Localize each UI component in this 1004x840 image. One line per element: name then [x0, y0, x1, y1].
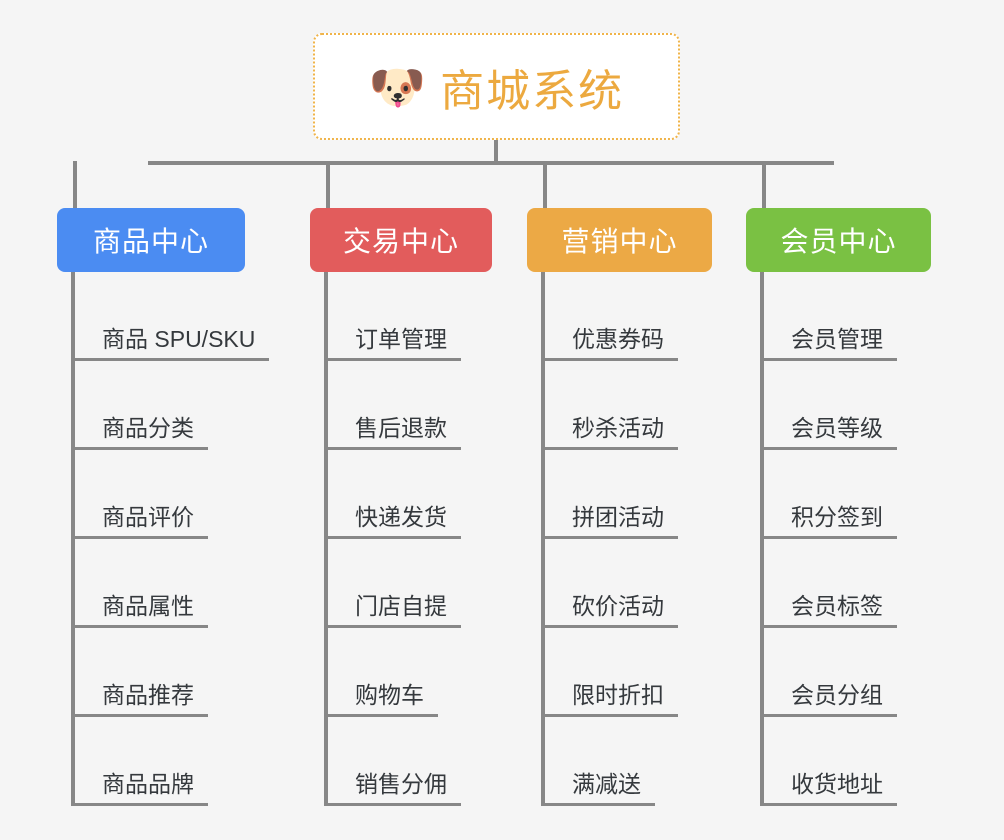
category-header-member-center[interactable]: 会员中心: [746, 208, 931, 272]
leaf-item[interactable]: 售后退款: [328, 361, 461, 450]
leaf-item[interactable]: 秒杀活动: [545, 361, 678, 450]
leaf-item[interactable]: 优惠券码: [545, 272, 678, 361]
leaf-item-label: 满减送: [545, 771, 655, 806]
leaf-item[interactable]: 商品分类: [75, 361, 269, 450]
leaf-item-label: 购物车: [328, 682, 438, 717]
leaf-item[interactable]: 会员分组: [764, 628, 897, 717]
connector-drop-trade-center: [326, 161, 330, 208]
leaf-item-label: 订单管理: [328, 326, 461, 361]
leaf-item-label: 会员分组: [764, 682, 897, 717]
leaf-item-label: 积分签到: [764, 504, 897, 539]
leaf-item[interactable]: 满减送: [545, 717, 678, 806]
leaf-item[interactable]: 商品 SPU/SKU: [75, 272, 270, 361]
category-header-trade-center[interactable]: 交易中心: [310, 208, 492, 272]
category-header-marketing-center[interactable]: 营销中心: [527, 208, 712, 272]
leaf-item[interactable]: 门店自提: [328, 539, 461, 628]
connector-drop-marketing-center: [543, 161, 547, 208]
connector-root-stem: [494, 140, 498, 164]
category-header-label: 会员中心: [780, 226, 897, 257]
leaf-item[interactable]: 快递发货: [328, 450, 461, 539]
leaf-item-label: 销售分佣: [328, 771, 461, 806]
leaf-item-label: 商品品牌: [75, 771, 208, 806]
leaf-item-label: 商品评价: [75, 504, 208, 539]
leaf-item-label: 商品推荐: [75, 682, 208, 717]
leaf-item-label: 会员管理: [764, 326, 897, 361]
leaf-item-label: 会员等级: [764, 415, 897, 450]
category-member-center: 会员中心: [746, 208, 931, 272]
leaf-list-marketing-center: 优惠券码秒杀活动拼团活动砍价活动限时折扣满减送: [541, 272, 678, 806]
leaf-item[interactable]: 订单管理: [328, 272, 461, 361]
leaf-list-trade-center: 订单管理售后退款快递发货门店自提购物车销售分佣: [324, 272, 461, 806]
leaf-item-label: 拼团活动: [545, 504, 678, 539]
leaf-item[interactable]: 销售分佣: [328, 717, 461, 806]
category-trade-center: 交易中心: [310, 208, 492, 272]
leaf-item-label: 秒杀活动: [545, 415, 678, 450]
leaf-item-label: 会员标签: [764, 593, 897, 628]
leaf-item-label: 门店自提: [328, 593, 461, 628]
leaf-item-label: 限时折扣: [545, 682, 678, 717]
leaf-item[interactable]: 会员管理: [764, 272, 897, 361]
category-marketing-center: 营销中心: [527, 208, 712, 272]
category-header-label: 交易中心: [342, 226, 459, 257]
connector-drop-member-center: [762, 161, 766, 208]
leaf-list-member-center: 会员管理会员等级积分签到会员标签会员分组收货地址: [760, 272, 897, 806]
leaf-item-label: 商品 SPU/SKU: [75, 326, 270, 361]
category-product-center: 商品中心: [57, 208, 245, 272]
leaf-item[interactable]: 商品推荐: [75, 628, 269, 717]
leaf-item[interactable]: 会员标签: [764, 539, 897, 628]
leaf-item-label: 快递发货: [328, 504, 461, 539]
leaf-item[interactable]: 砍价活动: [545, 539, 678, 628]
leaf-list-product-center: 商品 SPU/SKU 商品分类商品评价商品属性商品推荐商品品牌: [71, 272, 270, 806]
leaf-item[interactable]: 收货地址: [764, 717, 897, 806]
root-title: 商城系统: [440, 66, 625, 116]
leaf-item-label: 商品属性: [75, 593, 208, 628]
leaf-item-label: 砍价活动: [545, 593, 678, 628]
leaf-item[interactable]: 会员等级: [764, 361, 897, 450]
category-header-product-center[interactable]: 商品中心: [57, 208, 245, 272]
category-header-label: 营销中心: [561, 226, 678, 257]
connector-drop-product-center: [73, 161, 77, 208]
leaf-item[interactable]: 商品属性: [75, 539, 269, 628]
root-node[interactable]: 🐶 商城系统: [313, 33, 680, 140]
leaf-item[interactable]: 商品评价: [75, 450, 269, 539]
connector-horizontal-bus: [148, 161, 834, 165]
leaf-item-label: 售后退款: [328, 415, 461, 450]
category-header-label: 商品中心: [92, 226, 209, 257]
leaf-item-label: 商品分类: [75, 415, 208, 450]
leaf-item[interactable]: 商品品牌: [75, 717, 269, 806]
leaf-item-label: 收货地址: [764, 771, 897, 806]
leaf-item[interactable]: 积分签到: [764, 450, 897, 539]
leaf-item-label: 优惠券码: [545, 326, 678, 361]
leaf-item[interactable]: 拼团活动: [545, 450, 678, 539]
dog-face-icon: 🐶: [368, 60, 427, 113]
leaf-item[interactable]: 购物车: [328, 628, 461, 717]
leaf-item[interactable]: 限时折扣: [545, 628, 678, 717]
